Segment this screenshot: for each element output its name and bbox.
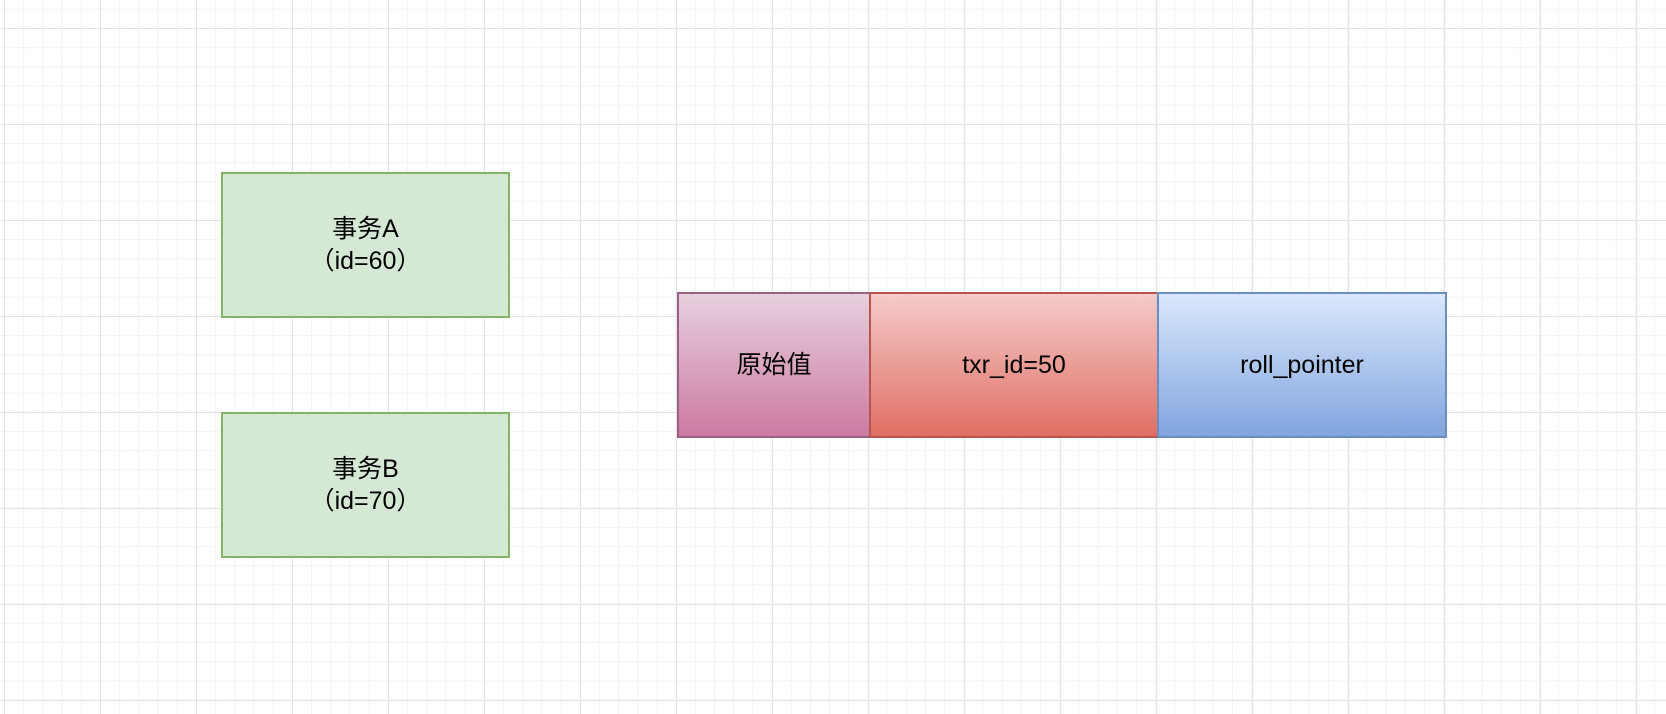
transaction-b-box[interactable]: 事务B （id=70） bbox=[221, 412, 510, 558]
record-trx-id-label: txr_id=50 bbox=[962, 351, 1066, 379]
record-original-value-cell[interactable]: 原始值 bbox=[677, 292, 871, 438]
record-original-value-label: 原始值 bbox=[736, 351, 812, 379]
record-trx-id-cell[interactable]: txr_id=50 bbox=[869, 292, 1159, 438]
transaction-a-box[interactable]: 事务A （id=60） bbox=[221, 172, 510, 318]
transaction-a-id: （id=60） bbox=[309, 247, 422, 275]
record-roll-pointer-label: roll_pointer bbox=[1240, 351, 1364, 379]
record-roll-pointer-cell[interactable]: roll_pointer bbox=[1157, 292, 1447, 438]
transaction-b-id: （id=70） bbox=[309, 487, 422, 515]
transaction-b-name: 事务B bbox=[332, 455, 399, 483]
transaction-a-name: 事务A bbox=[332, 215, 399, 243]
